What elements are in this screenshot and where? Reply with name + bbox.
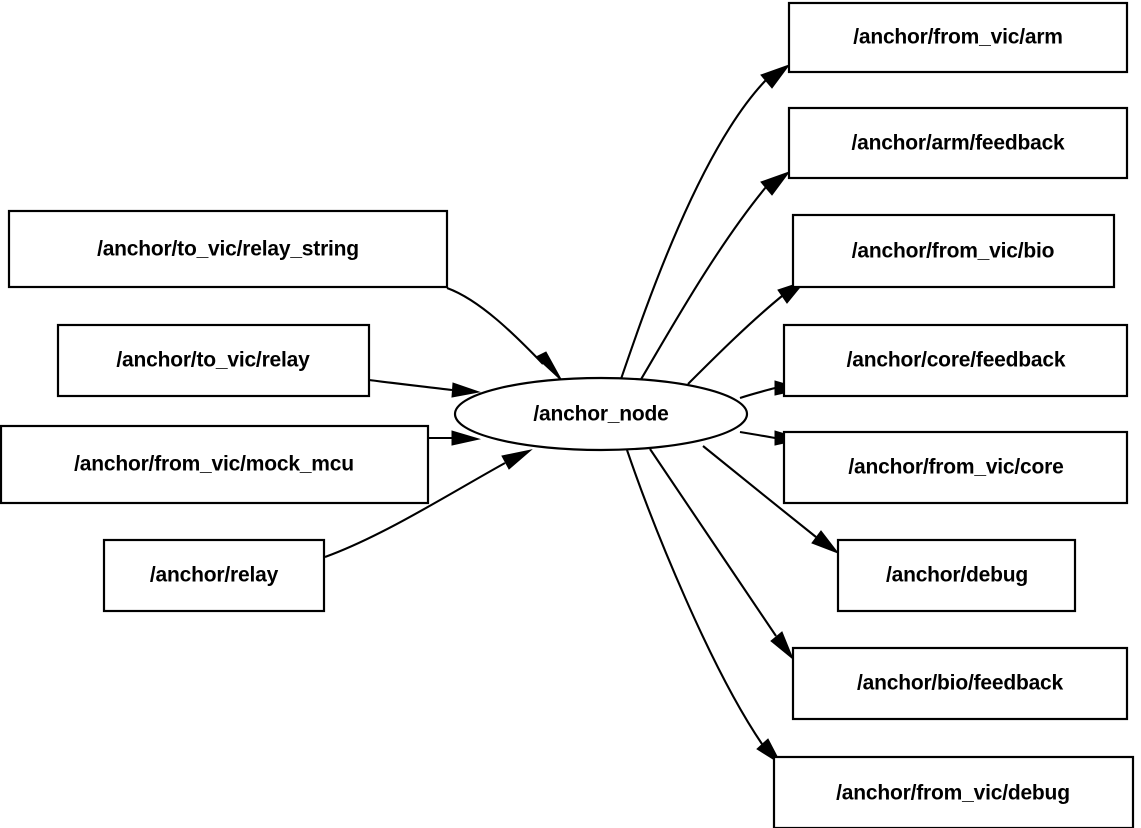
node-label-from-vic-mock-mcu: /anchor/from_vic/mock_mcu [74, 453, 354, 476]
node-anchor-from-vic-debug[interactable]: /anchor/from_vic/debug [772, 755, 1135, 828]
node-label-from-vic-debug: /anchor/from_vic/debug [836, 782, 1070, 805]
node-label-from-vic-bio: /anchor/from_vic/bio [852, 240, 1055, 263]
node-label-from-vic-arm: /anchor/from_vic/arm [853, 26, 1063, 49]
node-anchor-arm-feedback[interactable]: /anchor/arm/feedback [787, 106, 1129, 180]
node-label-to-vic-relay-string: /anchor/to_vic/relay_string [97, 238, 359, 261]
edge-relay-string-to-anchor-node [446, 287, 563, 382]
node-anchor-bio-feedback[interactable]: /anchor/bio/feedback [791, 646, 1129, 721]
edge-anchor-node-to-bio-feedback [649, 448, 794, 660]
node-anchor-from-vic-core[interactable]: /anchor/from_vic/core [782, 430, 1129, 505]
edge-group-inbound [324, 287, 563, 558]
node-label-from-vic-core: /anchor/from_vic/core [848, 456, 1063, 479]
node-anchor-node[interactable]: /anchor_node [453, 376, 749, 452]
node-anchor-core-feedback[interactable]: /anchor/core/feedback [782, 323, 1129, 398]
node-label-anchor-debug: /anchor/debug [886, 564, 1028, 587]
node-label-anchor-relay: /anchor/relay [150, 564, 279, 587]
node-anchor-debug[interactable]: /anchor/debug [836, 538, 1077, 613]
node-label-to-vic-relay: /anchor/to_vic/relay [116, 349, 310, 372]
edge-to-vic-relay-to-anchor-node [368, 378, 481, 398]
edge-mock-mcu-to-anchor-node [427, 430, 481, 446]
edge-anchor-relay-to-anchor-node [324, 449, 533, 558]
node-label-core-feedback: /anchor/core/feedback [847, 349, 1066, 372]
edge-anchor-node-to-debug [702, 445, 840, 555]
node-anchor-from-vic-arm[interactable]: /anchor/from_vic/arm [787, 1, 1129, 74]
node-anchor-relay[interactable]: /anchor/relay [102, 538, 326, 613]
node-anchor-to-vic-relay[interactable]: /anchor/to_vic/relay [56, 323, 371, 398]
edge-anchor-node-to-from-vic-debug [626, 449, 783, 766]
node-label-anchor-node: /anchor_node [533, 403, 668, 426]
edge-group-outbound [620, 63, 840, 766]
node-label-arm-feedback: /anchor/arm/feedback [851, 132, 1065, 155]
node-anchor-from-vic-mock-mcu[interactable]: /anchor/from_vic/mock_mcu [0, 424, 430, 505]
edge-anchor-node-to-from-vic-arm [620, 63, 791, 380]
node-anchor-to-vic-relay-string[interactable]: /anchor/to_vic/relay_string [7, 209, 449, 289]
node-anchor-from-vic-bio[interactable]: /anchor/from_vic/bio [791, 213, 1116, 289]
edge-anchor-node-to-arm-feedback [639, 170, 791, 382]
node-label-bio-feedback: /anchor/bio/feedback [857, 672, 1064, 695]
